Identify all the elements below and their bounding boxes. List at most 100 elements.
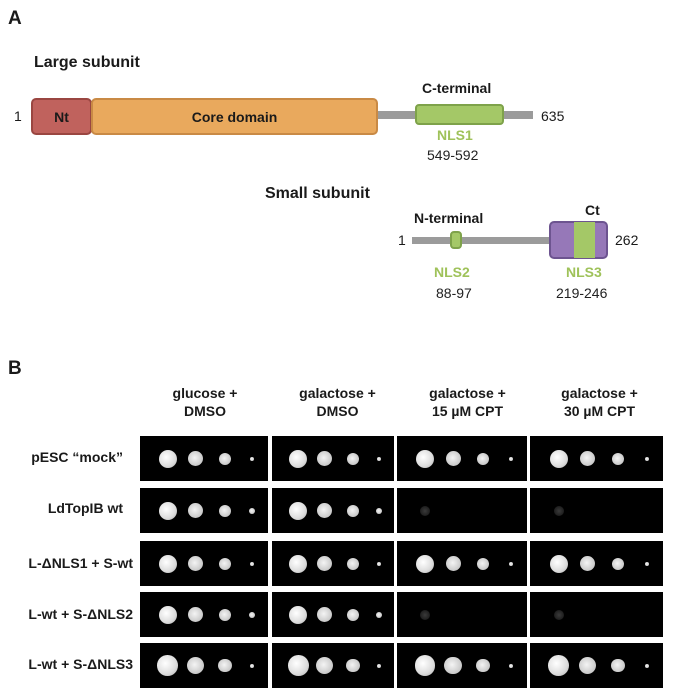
spot-plate: [272, 592, 394, 637]
yeast-spot: [289, 605, 308, 624]
yeast-spot: [376, 456, 381, 461]
spot-plate: [272, 643, 394, 688]
yeast-spot: [187, 556, 203, 571]
yeast-spot: [509, 456, 513, 461]
yeast-spot: [218, 608, 231, 621]
nls1-box: [415, 104, 504, 125]
panel-b-letter: B: [8, 358, 22, 379]
yeast-spot: [187, 607, 203, 622]
condition-line2: 15 µM CPT: [431, 403, 504, 419]
yeast-spot: [315, 656, 334, 675]
nls2-range: 88-97: [436, 285, 472, 301]
yeast-spot: [317, 607, 333, 622]
yeast-spot: [416, 449, 434, 468]
cterm-label: C-terminal: [422, 80, 492, 96]
nls3-box: [574, 222, 595, 258]
yeast-spot: [376, 663, 381, 668]
strain-label: L-ΔNLS1 + S-wt: [28, 555, 133, 571]
yeast-spot: [578, 656, 596, 675]
spot-plate: [397, 643, 527, 688]
yeast-spot: [217, 658, 232, 673]
spot-plate: [140, 592, 268, 637]
yeast-spot: [289, 449, 308, 468]
spot-plate: [140, 643, 268, 688]
nls3-label: NLS3: [566, 264, 602, 280]
yeast-spot: [158, 449, 177, 468]
yeast-spot: [218, 452, 231, 465]
condition-line1: glucose +: [172, 385, 238, 401]
yeast-spot: [644, 561, 649, 566]
yeast-spot: [346, 452, 359, 465]
yeast-spot: [579, 451, 595, 466]
yeast-spot: [317, 556, 333, 571]
spot-plate: [530, 436, 663, 481]
yeast-spot: [477, 557, 489, 570]
yeast-spot: [375, 507, 382, 514]
yeast-spot: [346, 557, 359, 570]
yeast-spot: [158, 501, 177, 520]
yeast-spot: [414, 655, 436, 676]
spot-plate: [140, 488, 268, 533]
yeast-spot: [186, 656, 204, 675]
nt-domain: Nt: [31, 98, 92, 135]
core-domain: Core domain: [91, 98, 378, 135]
yeast-spot: [445, 451, 461, 466]
nterm-label: N-terminal: [414, 210, 484, 226]
yeast-spot: [346, 608, 359, 621]
yeast-spot: [549, 554, 568, 573]
yeast-spot: [509, 561, 513, 566]
condition-line1: galactose +: [299, 385, 376, 401]
yeast-spot: [476, 658, 490, 673]
yeast-spot: [187, 503, 203, 518]
yeast-spot: [249, 507, 256, 514]
yeast-spot: [250, 663, 255, 668]
condition-header: glucose + DMSO: [150, 384, 260, 420]
yeast-spot: [317, 451, 333, 466]
yeast-spot: [287, 655, 309, 676]
nls1-range: 549-592: [427, 147, 479, 163]
yeast-spot: [249, 611, 256, 618]
yeast-spot: [317, 503, 333, 518]
spot-plate: [397, 488, 527, 533]
yeast-spot: [445, 556, 461, 571]
large-subunit-end: 635: [541, 108, 565, 124]
large-subunit-title: Large subunit: [34, 54, 140, 71]
spot-plate: [530, 643, 663, 688]
nls1-label: NLS1: [437, 127, 473, 143]
yeast-spot: [375, 611, 382, 618]
spot-plate: [397, 592, 527, 637]
yeast-spot: [420, 505, 430, 516]
yeast-spot: [158, 605, 177, 624]
yeast-spot: [250, 561, 255, 566]
yeast-spot: [250, 456, 255, 461]
yeast-spot: [579, 556, 595, 571]
spot-plate: [140, 541, 268, 586]
spot-plate: [272, 488, 394, 533]
panel-a-letter: A: [8, 8, 22, 29]
strain-label: L-wt + S-ΔNLS3: [28, 656, 133, 672]
strain-label: L-wt + S-ΔNLS2: [28, 606, 133, 622]
spot-plate: [530, 541, 663, 586]
yeast-spot: [289, 554, 308, 573]
spot-plate: [530, 592, 663, 637]
yeast-spot: [611, 658, 625, 673]
condition-line2: DMSO: [184, 403, 226, 419]
yeast-spot: [157, 655, 178, 676]
nls2-box: [450, 231, 462, 249]
nls3-range: 219-246: [556, 285, 608, 301]
yeast-spot: [158, 554, 177, 573]
yeast-spot: [549, 449, 568, 468]
yeast-spot: [548, 655, 569, 676]
ct-label: Ct: [585, 202, 600, 218]
yeast-spot: [644, 456, 649, 461]
condition-line2: DMSO: [316, 403, 359, 419]
strain-label: LdTopIB wt: [47, 500, 123, 516]
condition-header: galactose + DMSO: [275, 384, 400, 420]
yeast-spot: [420, 609, 430, 620]
yeast-spot: [553, 505, 564, 516]
large-subunit-start: 1: [14, 108, 22, 124]
condition-line1: galactose +: [429, 385, 506, 401]
yeast-spot: [477, 452, 489, 465]
yeast-spot: [444, 656, 462, 675]
spot-plate: [397, 436, 527, 481]
